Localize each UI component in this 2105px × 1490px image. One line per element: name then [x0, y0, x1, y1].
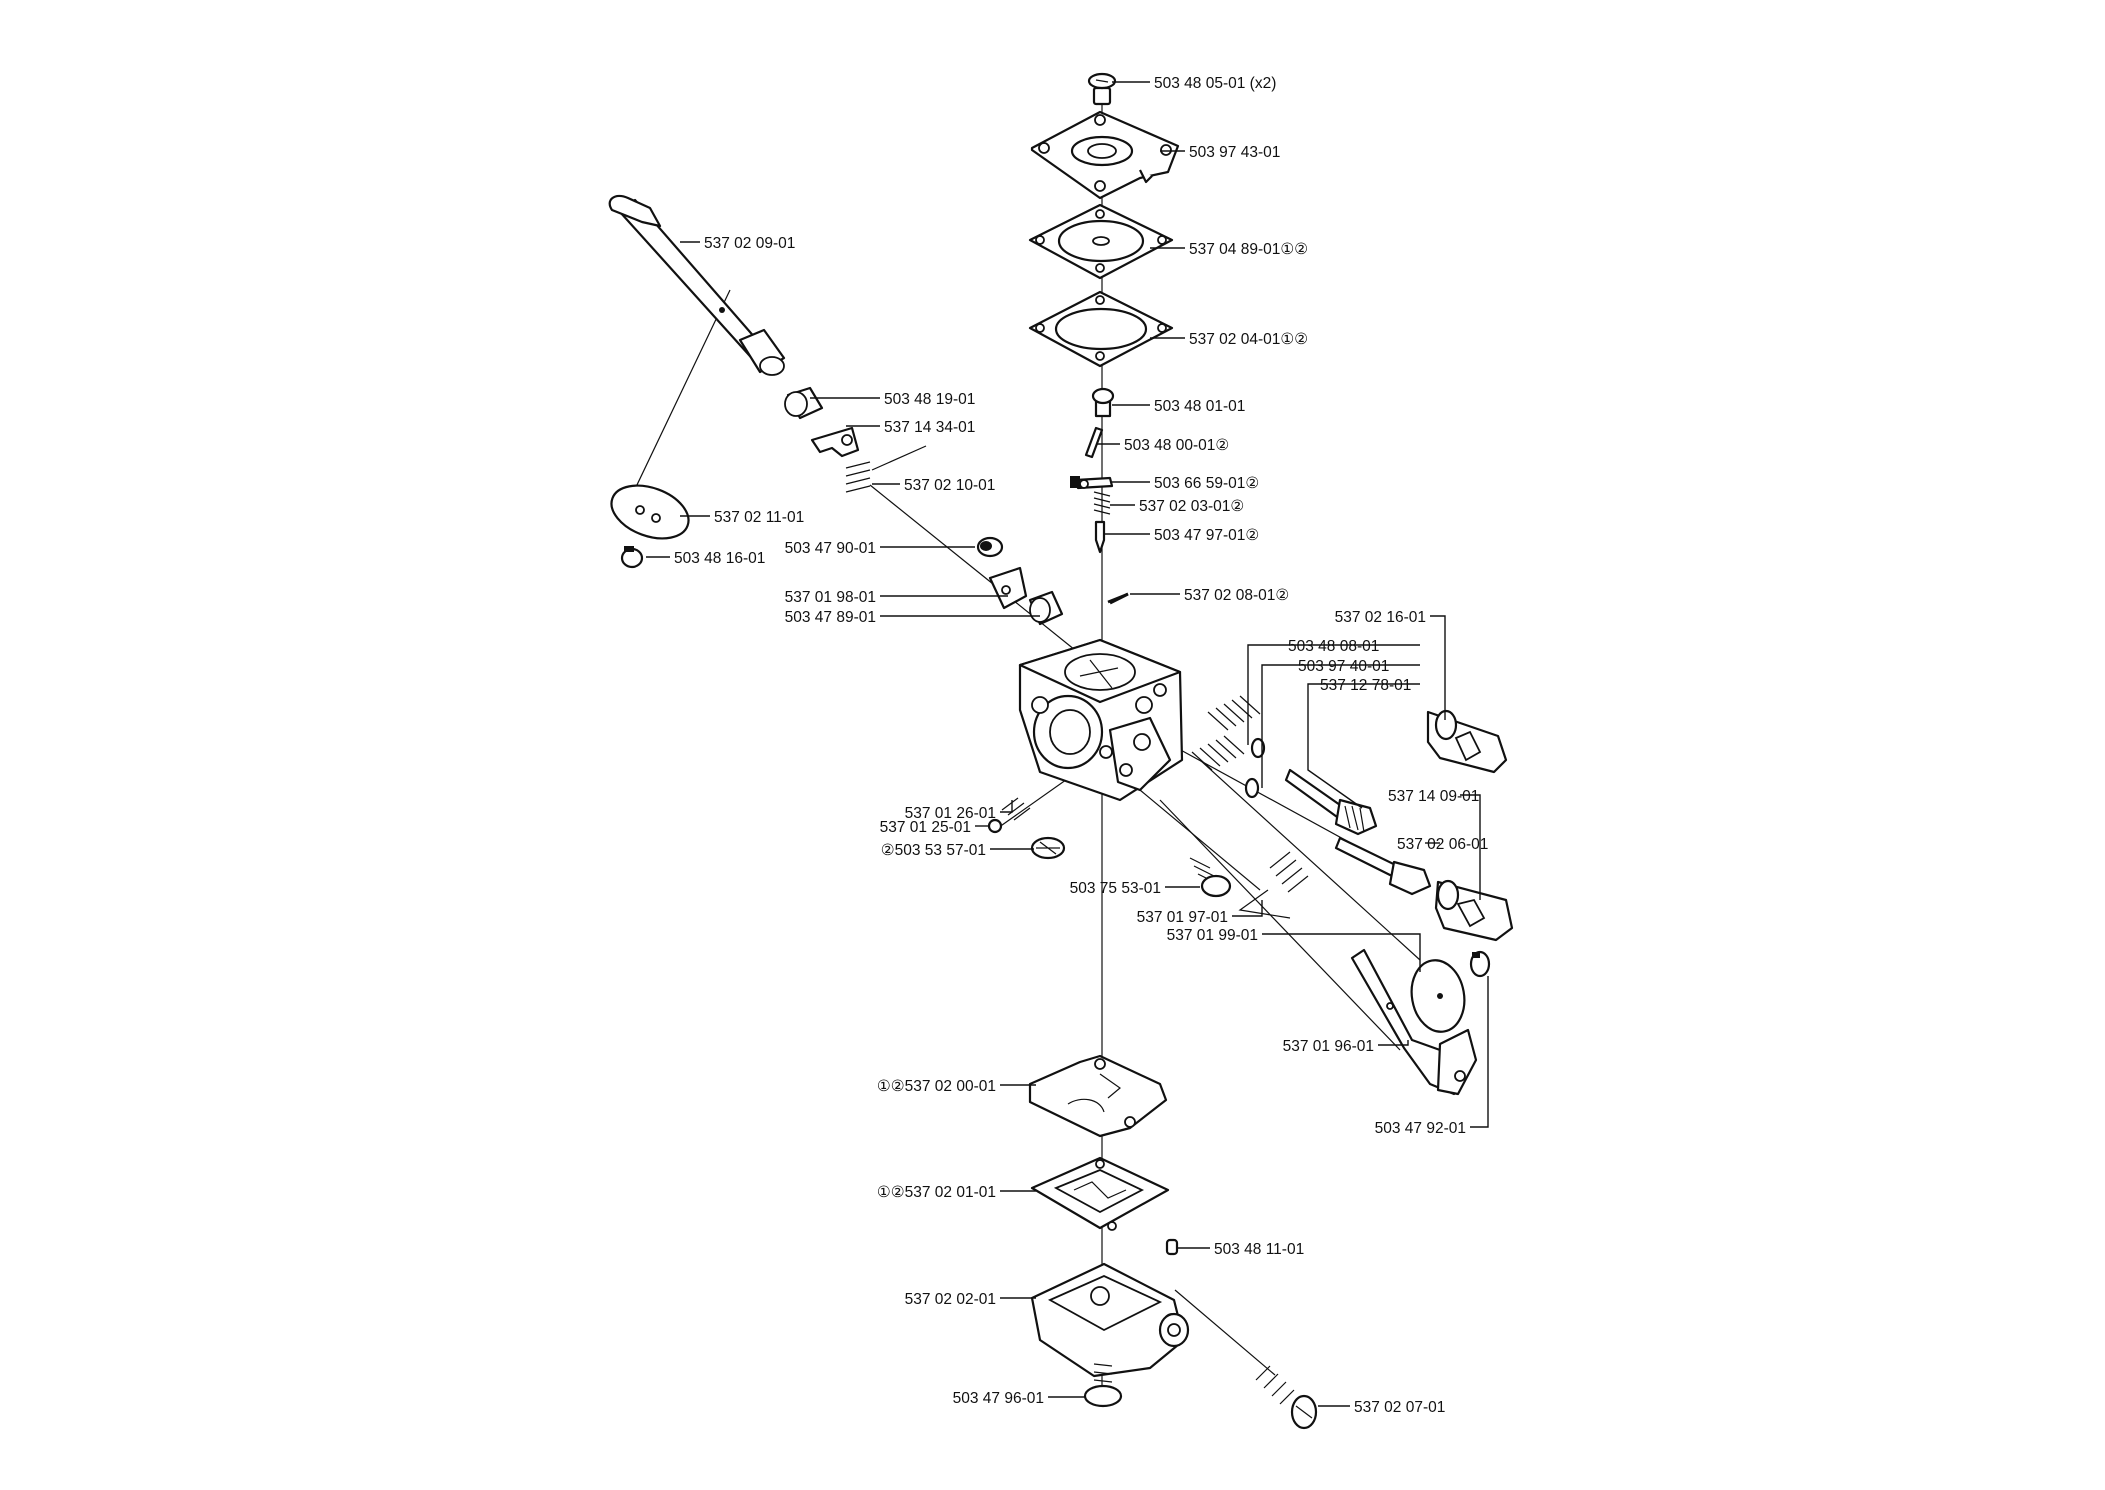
label-503-48-11-01: 503 48 11-01	[1214, 1241, 1304, 1258]
throttle-plate	[610, 484, 690, 540]
leader-lines	[646, 81, 1489, 1407]
bushing	[784, 386, 824, 420]
choke-lever	[1436, 1028, 1478, 1096]
idle-screw	[987, 797, 1031, 834]
throttle-shaft	[608, 194, 786, 376]
label-537-02-07-01: 537 02 07-01	[1354, 1399, 1445, 1416]
label-503-75-53-01: 503 75 53-01	[1070, 880, 1161, 897]
stop-bracket	[988, 566, 1028, 610]
label-537-02-16-01: 537 02 16-01	[1335, 609, 1426, 626]
gasket-upper	[1028, 290, 1174, 368]
limiter-cap-lower	[1434, 879, 1514, 942]
lower-gasket	[1028, 1054, 1168, 1138]
label-503-48-08-01: 503 48 08-01	[1288, 638, 1379, 655]
label-503-47-92-01: 503 47 92-01	[1375, 1120, 1466, 1137]
label-537-04-89-01: 537 04 89-01①②	[1189, 241, 1308, 258]
metering-cover	[1030, 110, 1180, 200]
label-537-02-02-01: 537 02 02-01	[905, 1291, 996, 1308]
label-537-14-09-01: 537 14 09-01	[1388, 788, 1479, 805]
choke-plate	[1410, 959, 1466, 1033]
label-537-02-06-01: 537 02 06-01	[1397, 836, 1488, 853]
pump-cover	[1030, 1262, 1190, 1378]
throttle-return-spring	[845, 445, 927, 493]
label-503-97-43-01: 503 97 43-01	[1189, 144, 1280, 161]
label-503-66-59-01: 503 66 59-01②	[1154, 475, 1259, 492]
assembly-axis-lines	[624, 95, 1421, 1395]
throttle-lever	[810, 426, 860, 458]
adjuster-spring-lower	[1191, 735, 1245, 771]
choke-screw	[1469, 950, 1491, 978]
limiter-cap-upper	[1426, 709, 1508, 774]
bolt-center	[1189, 857, 1232, 898]
o-rings	[1244, 737, 1266, 799]
label-503-47-89-01: 503 47 89-01	[785, 609, 876, 626]
plate-screw	[620, 546, 644, 569]
label-537-01-96-01: 537 01 96-01	[1283, 1038, 1374, 1055]
label-503-47-90-01: 503 47 90-01	[785, 540, 876, 557]
label-503-48-19-01: 503 48 19-01	[884, 391, 975, 408]
label-537-14-34-01: 537 14 34-01	[884, 419, 975, 436]
label-503-97-40-01: 503 97 40-01	[1298, 658, 1389, 675]
pump-diaphragm	[1030, 1156, 1170, 1231]
fuel-screen	[1030, 836, 1066, 860]
metering-lever	[1070, 476, 1114, 490]
label-503-48-00-01: 503 48 00-01②	[1124, 437, 1229, 454]
washer-left	[976, 536, 1004, 558]
label-537-02-03-01: 537 02 03-01②	[1139, 498, 1244, 515]
label-503-47-96-01: 503 47 96-01	[953, 1390, 1044, 1407]
carburetor-body	[1018, 638, 1184, 802]
diaphragm	[1028, 203, 1174, 280]
label-537-01-97-01: 537 01 97-01	[1137, 909, 1228, 926]
label-537-02-09-01: 537 02 09-01	[704, 235, 795, 252]
label-537-02-01-01: ①②537 02 01-01	[877, 1184, 996, 1201]
label-503-48-05-01: 503 48 05-01 (x2)	[1154, 75, 1276, 92]
pin-right	[1107, 592, 1129, 604]
label-503-48-01-01: 503 48 01-01	[1154, 398, 1245, 415]
screw-bottom	[1083, 1363, 1123, 1408]
part-number-labels: 503 48 05-01 (x2) 503 97 43-01 537 04 89…	[674, 75, 1488, 1416]
label-503-48-16-01: 503 48 16-01	[674, 550, 765, 567]
low-speed-needle	[1334, 836, 1432, 896]
label-537-12-78-01: 537 12 78-01	[1320, 677, 1411, 694]
screw-top	[1087, 72, 1117, 106]
bushing-lower	[1028, 590, 1064, 626]
label-537-01-26-01: 537 01 26-01	[905, 805, 996, 822]
label-537-01-99-01: 537 01 99-01	[1167, 927, 1258, 944]
label-537-02-00-01: ①②537 02 00-01	[877, 1078, 996, 1095]
label-537-01-98-01: 537 01 98-01	[785, 589, 876, 606]
label-503-47-97-01: 503 47 97-01②	[1154, 527, 1259, 544]
adjuster-spring-upper	[1207, 695, 1261, 731]
fuel-inlet-fitting	[1255, 1365, 1318, 1430]
choke-spring	[1238, 851, 1309, 919]
label-537-02-08-01: 537 02 08-01②	[1184, 587, 1289, 604]
plug-small	[1165, 1238, 1179, 1256]
label-537-02-11-01: 537 02 11-01	[714, 509, 804, 526]
inlet-needle	[1094, 520, 1106, 554]
label-537-01-25-01: 537 01 25-01	[880, 819, 971, 836]
metering-spring	[1093, 491, 1111, 515]
high-speed-needle	[1284, 768, 1378, 836]
screw-lever	[1091, 387, 1115, 418]
label-537-02-10-01: 537 02 10-01	[904, 477, 995, 494]
label-503-53-57-01: ②503 53 57-01	[881, 842, 986, 859]
lever-pin	[1084, 426, 1104, 459]
label-537-02-04-01: 537 02 04-01①②	[1189, 331, 1308, 348]
